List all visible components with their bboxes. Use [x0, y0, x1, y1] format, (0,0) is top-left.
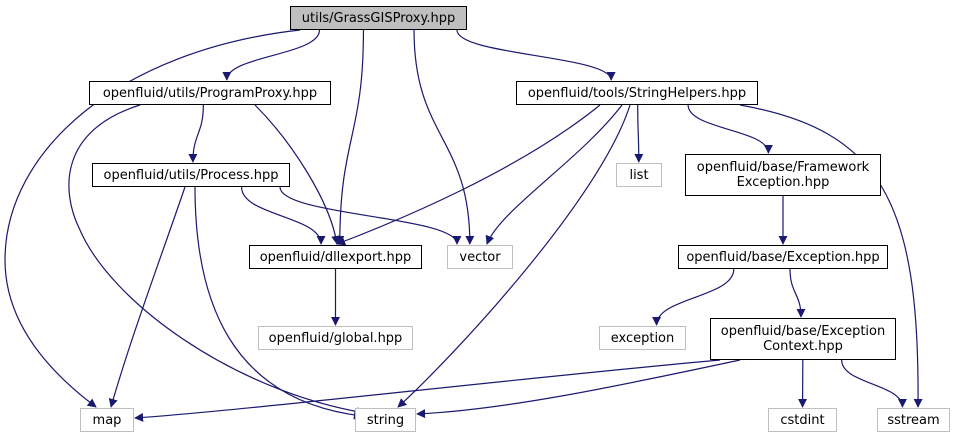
- node-label: openfluid/utils/ProgramProxy.hpp: [102, 85, 318, 101]
- node-label: vector: [459, 249, 501, 265]
- node-label-line2: Exception.hpp: [736, 175, 830, 190]
- node-label: map: [92, 412, 122, 428]
- edge-base-exception-to-exception: [652, 268, 735, 326]
- node-label: exception: [610, 330, 675, 346]
- node-label-line1: openfluid/base/Framework: [696, 160, 870, 175]
- node-label: openfluid/global.hpp: [268, 330, 403, 346]
- node-label: openfluid/tools/StringHelpers.hpp: [527, 85, 747, 101]
- node-cstdint: cstdint: [768, 408, 837, 432]
- edge-string-helpers-to-vector: [485, 104, 623, 245]
- node-label: openfluid/utils/Process.hpp: [103, 167, 279, 183]
- edge-root-to-string-helpers: [456, 29, 616, 81]
- edge-program-proxy-to-dllexport: [254, 104, 341, 245]
- edge-process-to-dllexport: [240, 186, 326, 245]
- edge-process-to-vector: [279, 186, 462, 245]
- node-base-exception-hpp[interactable]: openfluid/base/Exception.hpp: [678, 245, 888, 269]
- node-dllexport-hpp[interactable]: openfluid/dllexport.hpp: [249, 245, 422, 269]
- edge-exception-context-to-string: [416, 359, 741, 419]
- node-label: utils/GrassGISProxy.hpp: [301, 10, 456, 26]
- node-vector: vector: [447, 245, 513, 269]
- edge-program-proxy-to-process: [188, 104, 204, 163]
- node-label: list: [629, 167, 649, 183]
- node-process-hpp[interactable]: openfluid/utils/Process.hpp: [92, 163, 290, 187]
- node-label: string: [366, 412, 405, 428]
- edge-root-to-map: [4, 29, 301, 408]
- node-exceptioncontext-hpp[interactable]: openfluid/base/Exception Context.hpp: [710, 318, 896, 360]
- edge-string-helpers-to-framework-exception: [687, 104, 773, 154]
- node-map: map: [80, 408, 134, 432]
- edge-process-to-map: [108, 186, 186, 408]
- node-exception: exception: [599, 326, 686, 350]
- edge-string-helpers-to-list: [634, 104, 644, 163]
- node-sstream: sstream: [877, 408, 950, 432]
- edge-string-helpers-to-string: [397, 104, 631, 408]
- node-programproxy-hpp[interactable]: openfluid/utils/ProgramProxy.hpp: [89, 81, 331, 105]
- node-global-hpp: openfluid/global.hpp: [258, 326, 413, 350]
- node-label: sstream: [887, 412, 940, 428]
- node-string: string: [355, 408, 416, 432]
- node-list: list: [616, 163, 662, 187]
- node-label: openfluid/base/Exception.hpp: [686, 249, 880, 265]
- node-label: cstdint: [780, 412, 825, 428]
- edge-program-proxy-to-string: [68, 104, 366, 417]
- edge-string-helpers-to-sstream: [739, 104, 923, 408]
- node-label-line1: openfluid/base/Exception: [720, 324, 886, 339]
- edge-string-helpers-to-dllexport: [336, 104, 601, 246]
- node-grassgisproxy-hpp: utils/GrassGISProxy.hpp: [290, 6, 467, 30]
- node-frameworkexception-hpp[interactable]: openfluid/base/Framework Exception.hpp: [685, 154, 881, 196]
- edge-process-to-string: [194, 186, 363, 420]
- edge-exception-context-to-sstream: [841, 359, 907, 408]
- edge-root-to-vector: [413, 29, 475, 245]
- edge-root-to-program-proxy: [222, 29, 321, 81]
- node-label-line2: Context.hpp: [763, 339, 843, 354]
- node-stringhelpers-hpp[interactable]: openfluid/tools/StringHelpers.hpp: [516, 81, 758, 105]
- edge-exception-context-to-map: [134, 359, 721, 422]
- node-label: openfluid/dllexport.hpp: [259, 249, 412, 265]
- edge-base-exception-to-exception-context: [789, 268, 806, 318]
- edge-root-to-dllexport: [335, 29, 365, 245]
